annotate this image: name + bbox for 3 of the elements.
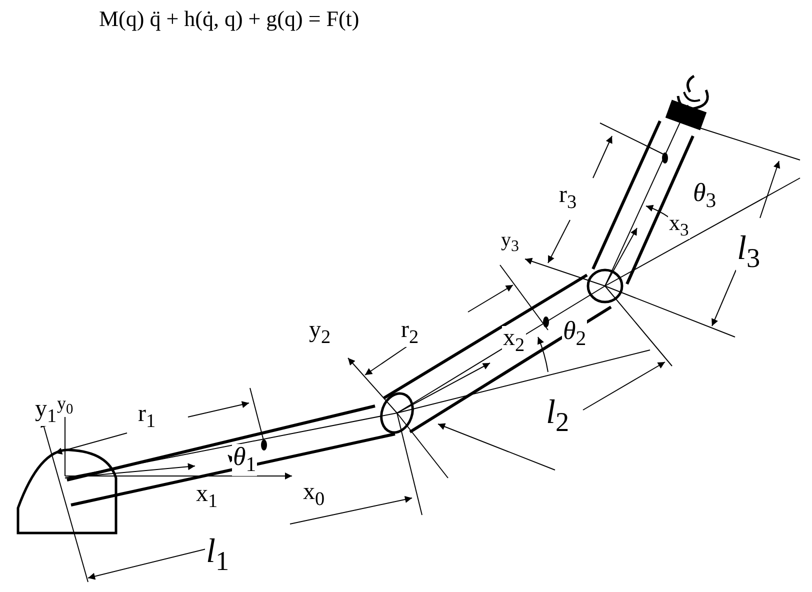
equation: M(q) q̈ + h(q̇, q) + g(q) = F(t): [98, 8, 360, 30]
length-label: l$_{3}$: [736, 232, 762, 272]
angle-label: θ$_{1}$: [232, 444, 258, 476]
